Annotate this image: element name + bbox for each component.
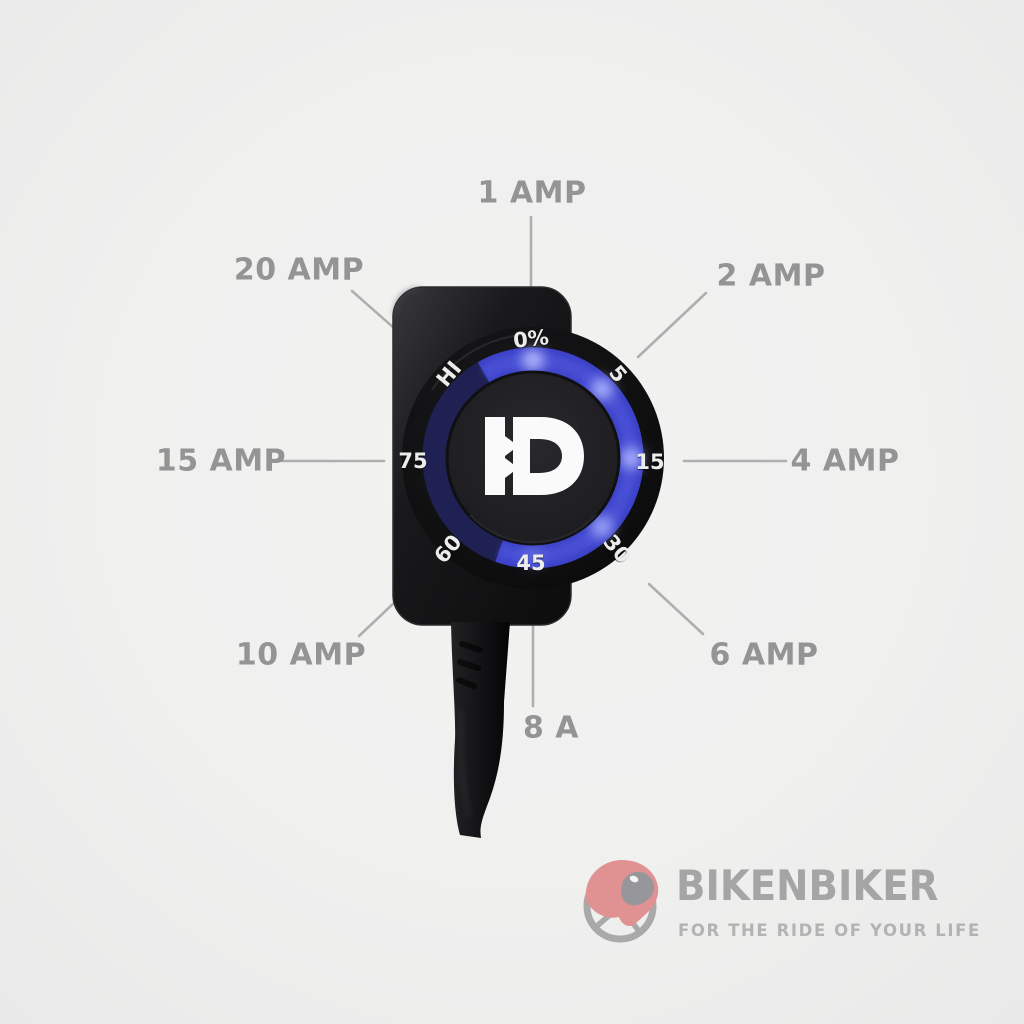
- helmet-visor: [621, 871, 655, 906]
- brand-watermark: BIKENBIKER FOR THE RIDE OF YOUR LIFE: [575, 851, 979, 966]
- callout-line-20amp: [350, 289, 430, 360]
- brand-name: BIKENBIKER: [676, 861, 939, 910]
- cable-highlight: [459, 709, 472, 819]
- callout-line-6amp: [647, 582, 705, 636]
- visor-glint: [629, 875, 639, 883]
- callout-line-10amp: [357, 600, 397, 638]
- dial-tick-45: 45: [516, 551, 546, 575]
- dial-tick-15: 15: [635, 450, 665, 474]
- denali-d-logo-icon: [485, 417, 584, 495]
- dial-tick-30: 30: [598, 530, 636, 568]
- callout-label-15amp: 15 AMP: [155, 443, 287, 479]
- dial-face: [445, 370, 621, 546]
- callout-label-10amp: 10 AMP: [235, 637, 367, 673]
- strain-relief-ridges: [456, 641, 483, 689]
- callout-label-6amp: 6 AMP: [709, 637, 819, 673]
- dial-face-reflection: [469, 514, 597, 544]
- brand-tagline: FOR THE RIDE OF YOUR LIFE: [678, 921, 981, 940]
- callout-label-4amp: 4 AMP: [790, 443, 900, 479]
- callout-line-2amp: [636, 291, 708, 359]
- callout-label-20amp: 20 AMP: [233, 252, 365, 288]
- body-edge-highlight: [393, 287, 421, 317]
- callout-label-8a: 8 A: [522, 710, 580, 746]
- dial-tick-5: 5: [604, 360, 632, 388]
- power-cable: [451, 622, 510, 838]
- led-dot-0: [522, 349, 544, 371]
- dial-tick-75: 75: [398, 449, 428, 473]
- dial-tick-60: 60: [429, 530, 467, 568]
- callout-label-1amp: 1 AMP: [477, 175, 587, 211]
- dial-tick-0: 0%: [512, 325, 550, 353]
- dial-tick-hi: HI: [431, 356, 467, 392]
- callout-label-2amp: 2 AMP: [716, 258, 826, 294]
- helmet-and-wheel-icon: [583, 860, 659, 943]
